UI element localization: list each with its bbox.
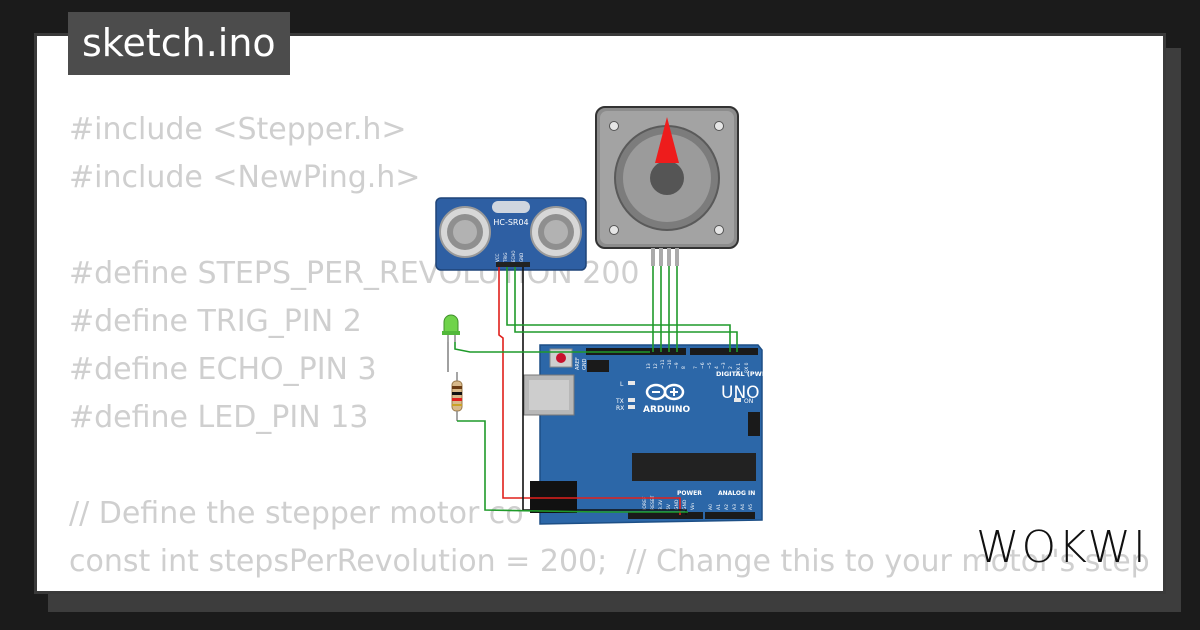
digital-pin-label: ~6 xyxy=(700,362,706,369)
digital-pin-label: ~11 xyxy=(660,359,666,369)
power-pin-label: 3.3V xyxy=(658,499,664,510)
green-led xyxy=(442,314,460,342)
analog-pin-label: A5 xyxy=(748,504,754,510)
resistor xyxy=(451,372,463,421)
motor-needle-icon xyxy=(655,117,679,163)
code-line: #define LED_PIN 13 xyxy=(69,400,369,435)
arduino-logo-icon xyxy=(645,383,685,401)
digital-pin-label: 8 xyxy=(681,366,687,369)
digital-pin-label: ~5 xyxy=(707,362,713,369)
code-line: // Define the stepper motor co xyxy=(69,496,524,531)
code-line: #define TRIG_PIN 2 xyxy=(69,304,362,339)
digital-pin-label: RX 0 xyxy=(744,362,750,373)
code-line: #include <NewPing.h> xyxy=(69,160,421,195)
power-label: POWER xyxy=(677,490,702,497)
sensor-pin-label: ECHO xyxy=(511,251,516,262)
gnd-label: GND xyxy=(582,358,588,370)
analog-pin-label: A0 xyxy=(708,504,714,510)
digital-pin-label: ~10 xyxy=(667,359,673,369)
digital-pin-label: 2 xyxy=(728,366,734,369)
digital-header-label: DIGITAL (PWM ~) xyxy=(716,370,779,378)
arduino-uno: DIGITAL (PWM ~) UNO ARDUINO ON L TX RX A… xyxy=(523,344,779,525)
digital-pin-label: 12 xyxy=(653,363,659,369)
code-line: #define ECHO_PIN 3 xyxy=(69,352,377,387)
analog-pin-label: A3 xyxy=(732,504,738,510)
power-pin-label: IOREF xyxy=(642,496,648,510)
on-label: ON xyxy=(744,398,753,405)
digital-pin-label: ~9 xyxy=(674,362,680,369)
digital-pin-label: TX 1 xyxy=(736,363,742,374)
sensor-label: HC-SR04 xyxy=(493,218,528,227)
sensor-pin-label: VCC xyxy=(495,253,500,262)
power-pin-label: Vin xyxy=(690,503,696,510)
stepper-motor xyxy=(595,106,739,266)
analog-label: ANALOG IN xyxy=(718,490,755,497)
wokwi-logo: WOKWI xyxy=(976,522,1148,573)
tx-label: TX xyxy=(615,398,624,405)
led-l-label: L xyxy=(620,381,624,388)
power-pin-label: GND xyxy=(682,499,688,510)
analog-pin-label: A1 xyxy=(716,504,722,510)
power-pin-label: RESET xyxy=(650,495,656,510)
digital-pin-label: ~3 xyxy=(721,362,727,369)
power-pin-label: 5V xyxy=(666,503,672,510)
ultrasonic-sensor: HC-SR04 VCC TRIG ECHO GND xyxy=(435,197,587,271)
sensor-pin-label: TRIG xyxy=(503,252,508,263)
file-tab[interactable]: sketch.ino xyxy=(68,12,290,75)
digital-pin-label: 4 xyxy=(714,366,720,369)
digital-pin-label: 7 xyxy=(693,366,699,369)
digital-pin-label: 13 xyxy=(646,363,652,369)
code-line: #include <Stepper.h> xyxy=(69,112,407,147)
power-pin-label: GND xyxy=(674,499,680,510)
code-line: const int stepsPerRevolution = 200; // C… xyxy=(69,544,1150,579)
analog-pin-label: A2 xyxy=(724,504,730,510)
sensor-pin-label: GND xyxy=(519,253,524,262)
analog-pin-label: A4 xyxy=(740,504,746,510)
wires xyxy=(447,266,738,515)
rx-label: RX xyxy=(616,405,624,412)
board-brand: ARDUINO xyxy=(643,405,691,415)
board-name: UNO xyxy=(721,383,760,403)
aref-label: AREF xyxy=(575,357,581,370)
